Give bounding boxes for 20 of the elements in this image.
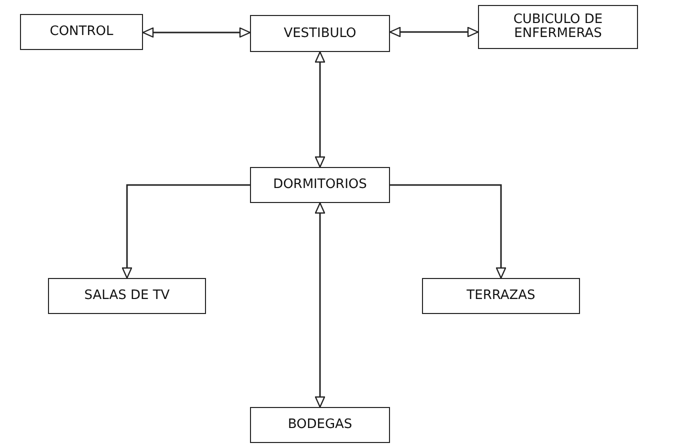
arrow (142, 27, 251, 38)
arrow (389, 26, 479, 38)
process-box (478, 5, 638, 49)
process-box (20, 14, 143, 50)
process-box (250, 407, 390, 443)
box-label: VESTIBULO (284, 26, 356, 40)
process-box (250, 15, 390, 52)
box-label: TERRAZAS (466, 289, 536, 303)
box-label: CONTROL (50, 25, 114, 39)
box-label: CUBICULO DE ENFERMERAS (512, 13, 604, 41)
process-box (48, 278, 206, 314)
process-box (250, 167, 390, 203)
arrow (314, 51, 326, 168)
arrow (314, 202, 326, 408)
arrow (390, 184, 506, 279)
box-label: BODEGAS (288, 418, 352, 432)
process-box (422, 278, 580, 314)
box-label: SALAS DE TV (84, 289, 170, 303)
box-label: DORMITORIOS (273, 178, 367, 192)
arrow (122, 184, 250, 279)
